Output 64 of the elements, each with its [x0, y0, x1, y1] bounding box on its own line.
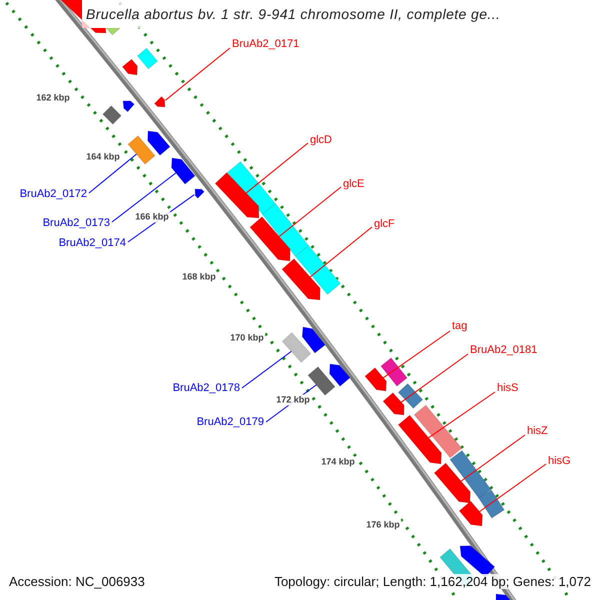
- tick-label: 164 kbp: [85, 152, 121, 162]
- gene-feature: [136, 48, 158, 70]
- gene-feature: [450, 450, 492, 499]
- leader-line: [242, 350, 292, 388]
- gene-feature: [398, 383, 424, 409]
- gene-label: BruAb2_0174: [58, 237, 126, 250]
- leader-line: [428, 392, 496, 438]
- tick-label: 168 kbp: [181, 272, 217, 282]
- gene-label: BruAb2_0179: [196, 416, 264, 429]
- gene-label: glcE: [343, 178, 364, 191]
- gene-label: BruAb2_0181: [470, 344, 538, 357]
- gene-feature: [364, 367, 387, 392]
- gene-feature: [128, 135, 156, 165]
- gene-feature: [434, 462, 471, 504]
- tick-label: 166 kbp: [134, 212, 170, 222]
- gene-feature: [295, 245, 341, 295]
- gene-feature: [282, 332, 312, 363]
- gene-label: BruAb2_0173: [42, 217, 110, 230]
- tick-label: 162 kbp: [35, 92, 71, 104]
- gene-feature: [147, 130, 170, 156]
- gene-feature: [302, 326, 326, 354]
- gene-label: tag: [452, 320, 468, 333]
- tick-label: 176 kbp: [365, 520, 401, 530]
- leader-line: [112, 172, 176, 222]
- gene-feature: [171, 158, 196, 185]
- gene-feature: [458, 500, 483, 526]
- tick-label: 170 kbp: [229, 332, 265, 344]
- gene-feature: [194, 188, 205, 199]
- gene-label: BruAb2_0172: [20, 188, 87, 201]
- leader-line: [310, 226, 372, 278]
- leader-line: [278, 186, 342, 237]
- tick-label: 172 kbp: [275, 394, 311, 406]
- gene-feature: [227, 161, 276, 215]
- leader-line: [479, 464, 546, 512]
- gene-feature: [122, 58, 138, 76]
- leader-line: [246, 142, 308, 194]
- gene-label: hisZ: [527, 425, 548, 438]
- gene-feature: [380, 357, 408, 387]
- leader-line: [460, 434, 526, 482]
- leader-line: [382, 330, 450, 378]
- gene-label: hisG: [548, 455, 571, 468]
- gene-feature: [414, 404, 462, 458]
- gene-label: BruAb2_0178: [172, 382, 240, 395]
- gene-feature: [382, 392, 404, 416]
- gene-label: hisS: [497, 382, 518, 395]
- gene-feature: [282, 258, 320, 300]
- leader-line: [164, 48, 230, 101]
- gene-label: glcD: [310, 134, 332, 147]
- gene-feature: [214, 172, 260, 218]
- gene-feature: [329, 364, 350, 387]
- gene-feature: [154, 96, 166, 108]
- tick-label: 174 kbp: [320, 456, 356, 468]
- gene-feature: [308, 366, 336, 396]
- gene-feature: [250, 216, 290, 262]
- gene-label: BruAb2_0171: [232, 38, 300, 51]
- gene-feature: [398, 414, 442, 464]
- gene-feature: [262, 203, 310, 257]
- accession-text: Accession: NC_006933: [9, 574, 145, 589]
- gene-feature: [102, 105, 122, 125]
- gene-feature: [478, 489, 505, 519]
- gene-feature: [122, 100, 135, 112]
- genome-info-text: Topology: circular; Length: 1,162,204 bp; Genes: 1,072: [274, 574, 591, 589]
- leader-line: [88, 154, 137, 194]
- gene-label: glcF: [374, 218, 395, 231]
